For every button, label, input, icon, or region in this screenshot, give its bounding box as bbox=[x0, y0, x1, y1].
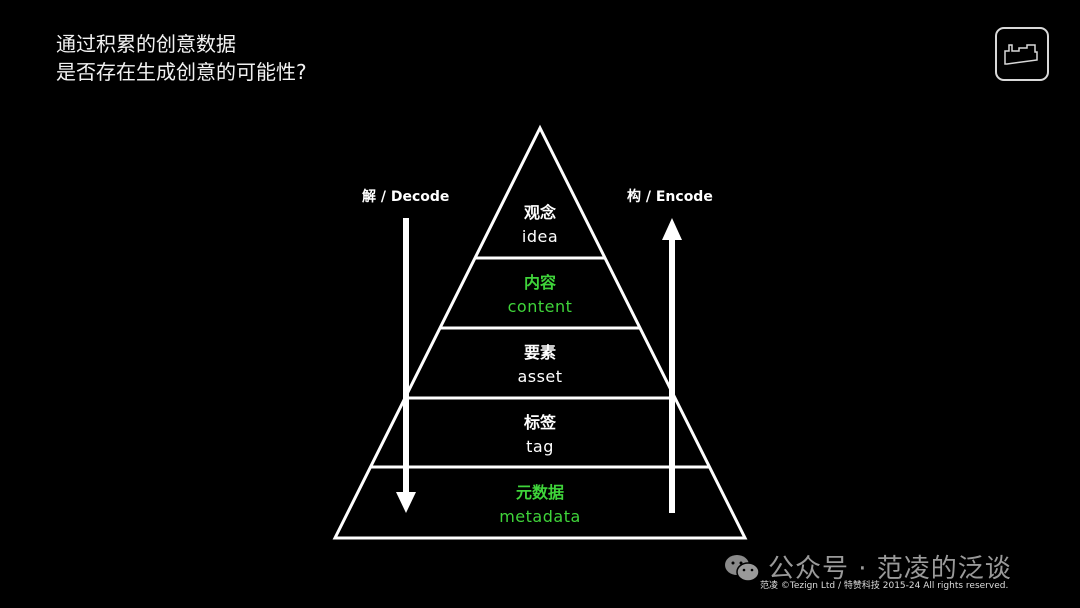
decode-label: 解 / Decode bbox=[362, 189, 450, 205]
watermark: 公众号 · 范凌的泛谈 bbox=[768, 554, 1012, 584]
wechat-icon bbox=[725, 555, 760, 582]
level-cn: 元数据 bbox=[515, 483, 564, 502]
slide-title: 通过积累的创意数据 是否存在生成创意的可能性? bbox=[56, 30, 307, 86]
pyramid-level-idea: 观念 idea bbox=[440, 203, 640, 247]
tezign-logo-icon bbox=[995, 27, 1049, 81]
level-cn: 观念 bbox=[523, 203, 556, 222]
copyright: 范凌 ©Tezign Ltd / 特赞科技 2015-24 All rights… bbox=[760, 581, 1009, 591]
level-en: metadata bbox=[499, 507, 581, 526]
title-line-2: 是否存在生成创意的可能性? bbox=[56, 60, 307, 84]
level-en: idea bbox=[521, 227, 559, 246]
title-line-1: 通过积累的创意数据 bbox=[56, 32, 236, 56]
pyramid-outline bbox=[332, 124, 748, 540]
decode-arrow-icon bbox=[396, 218, 416, 513]
encode-arrow-icon bbox=[662, 218, 682, 513]
level-en: content bbox=[507, 297, 573, 316]
level-cn: 要素 bbox=[523, 343, 556, 362]
pyramid-level-asset: 要素 asset bbox=[440, 343, 640, 387]
pyramid-level-metadata: 元数据 metadata bbox=[440, 483, 640, 527]
level-cn: 标签 bbox=[523, 413, 556, 432]
level-en: asset bbox=[517, 367, 563, 386]
pyramid-level-content: 内容 content bbox=[440, 273, 640, 317]
level-cn: 内容 bbox=[523, 273, 556, 292]
pyramid-level-tag: 标签 tag bbox=[440, 413, 640, 457]
encode-label: 构 / Encode bbox=[627, 189, 713, 205]
level-en: tag bbox=[526, 437, 554, 456]
